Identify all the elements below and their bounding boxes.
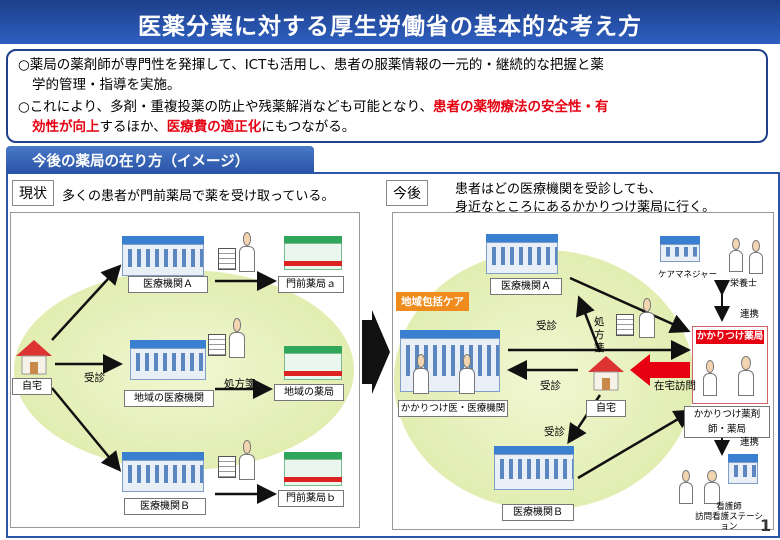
intro-highlight: 患者の薬物療法の安全性・有 [433,99,609,115]
intro-highlight: 医療費の適正化 [166,119,262,135]
consult-label: 受診 [84,372,105,384]
intro-text: ○これにより、多剤・重複投薬の防止や残薬解消なども可能となり、 [18,99,434,115]
current-desc: 多くの患者が門前薬局で薬を受け取っている。 [62,189,335,204]
intro-box: ○薬局の薬剤師が専門性を発揮して、ICTも活用し、患者の服薬情報の一元的・継続的… [6,49,768,143]
nurse-station-label: 看護師 訪問看護ステーション [695,502,763,532]
care-manager-label: ケアマネジャー [658,270,718,280]
page-title: 医薬分業に対する厚生労働省の基本的な考え方 [138,14,642,40]
hospital-a-building-icon [122,236,204,276]
intro-highlight: 効性が向上 [32,119,100,135]
coop-label-top: 連携 [740,309,760,320]
prescription-doc-icon [208,334,226,356]
future-hospital-a-building-icon [486,234,558,274]
local-pharmacy-store-icon [284,346,342,380]
pharmacy-b-store-icon [284,452,342,486]
current-tag: 現状 [12,180,54,206]
intro-text: にもつながる。 [261,119,356,135]
pharmacy-a-store-icon [284,236,342,270]
intro-line-4: 効性が向上するほか、医療費の適正化にもつながる。 [32,117,355,137]
prescription-doc-icon [218,456,236,478]
hospital-a-label: 医療機関Ａ [128,276,208,293]
pharmacy-a-label: 門前薬局ａ [278,276,344,293]
prescription-label: 処方箋 [224,378,256,390]
home-visit-label: 在宅訪問 [654,380,696,393]
future-tag: 今後 [386,180,428,206]
kakaritsuke-sign: かかりつけ薬局 [696,330,764,344]
home-icon [16,340,52,375]
arrow-hospital-a-to-pharmacy [569,276,691,333]
prescription-doc-icon [616,314,634,336]
future-desc-1: 患者はどの医療機関を受診しても、 [455,182,662,197]
home-label: 自宅 [12,378,52,395]
future-hospital-b-label: 医療機関Ｂ [502,504,574,521]
consult-label-2: 受診 [540,380,561,392]
arrow-home-to-hospital-a [576,295,602,353]
care-facility-icon [660,236,700,262]
future-hospital-a-label: 医療機関Ａ [490,278,562,295]
intro-line-3: ○これにより、多剤・重複投薬の防止や残薬解消なども可能となり、患者の薬物療法の安… [18,97,609,117]
patient-in-bed-icon [700,470,724,504]
patient-figure-icon [236,232,258,272]
future-hospital-b-building-icon [494,446,574,490]
section-tab-label: 今後の薬局の在り方（イメージ） [32,154,250,170]
home-visit-arrow [630,354,690,386]
prescription-doc-icon [218,248,236,270]
intro-text: するほか、 [99,119,167,135]
arrow-home-to-hospital-a [51,264,122,341]
pharmacy-b-label: 門前薬局ｂ [278,490,344,507]
future-home-label: 自宅 [586,400,626,417]
patient-figure-icon [636,298,658,338]
future-desc-2: 身近なところにあるかかりつけ薬局に行く。 [455,200,716,215]
care-manager-figure-icon [726,238,746,272]
nurse-figure-icon [676,470,696,504]
coop-label-bottom: 連携 [740,437,760,448]
transition-arrow [362,310,390,394]
local-pharmacy-label: 地域の薬局 [274,384,344,401]
future-home-icon [588,356,624,391]
hospital-b-building-icon [122,452,204,492]
home-visit-text: 在宅訪問 [654,380,696,392]
consult-label-3: 受診 [544,426,565,438]
patient-figure-icon [236,440,258,480]
prescription-label: 処方箋 [594,316,605,354]
hospital-b-label: 医療機関Ｂ [124,498,206,515]
local-hospital-label: 地域の医療機関 [124,390,214,407]
community-care-tag: 地域包括ケア [396,292,469,311]
pharmacist-figure-icon [734,356,758,396]
pharmacist-figure-icon [700,360,720,396]
arrow-hospital-b-to-pharmacy [577,409,695,480]
dietitian-figure-icon [746,240,766,274]
nurse-station-building-icon [728,454,758,484]
arrow-home-to-hospital-b [51,387,122,472]
dietitian-label: 栄養士 [730,279,758,289]
nurse-figure-icon [456,354,478,394]
intro-line-1: ○薬局の薬剤師が専門性を発揮して、ICTも活用し、患者の服薬情報の一元的・継続的… [18,57,604,73]
intro-line-2: 学的管理・指導を実施。 [32,77,181,93]
title-bar: 医薬分業に対する厚生労働省の基本的な考え方 [0,0,780,44]
section-tab: 今後の薬局の在り方（イメージ） [6,146,314,172]
family-doctor-label: かかりつけ医・医療機関 [398,400,508,417]
consult-label-1: 受診 [536,320,557,332]
local-hospital-building-icon [130,340,206,380]
kakaritsuke-label: かかりつけ薬剤師・薬局 [684,406,770,438]
patient-figure-icon [226,318,248,358]
doctor-figure-icon [410,354,432,394]
page-number: 1 [760,516,772,535]
